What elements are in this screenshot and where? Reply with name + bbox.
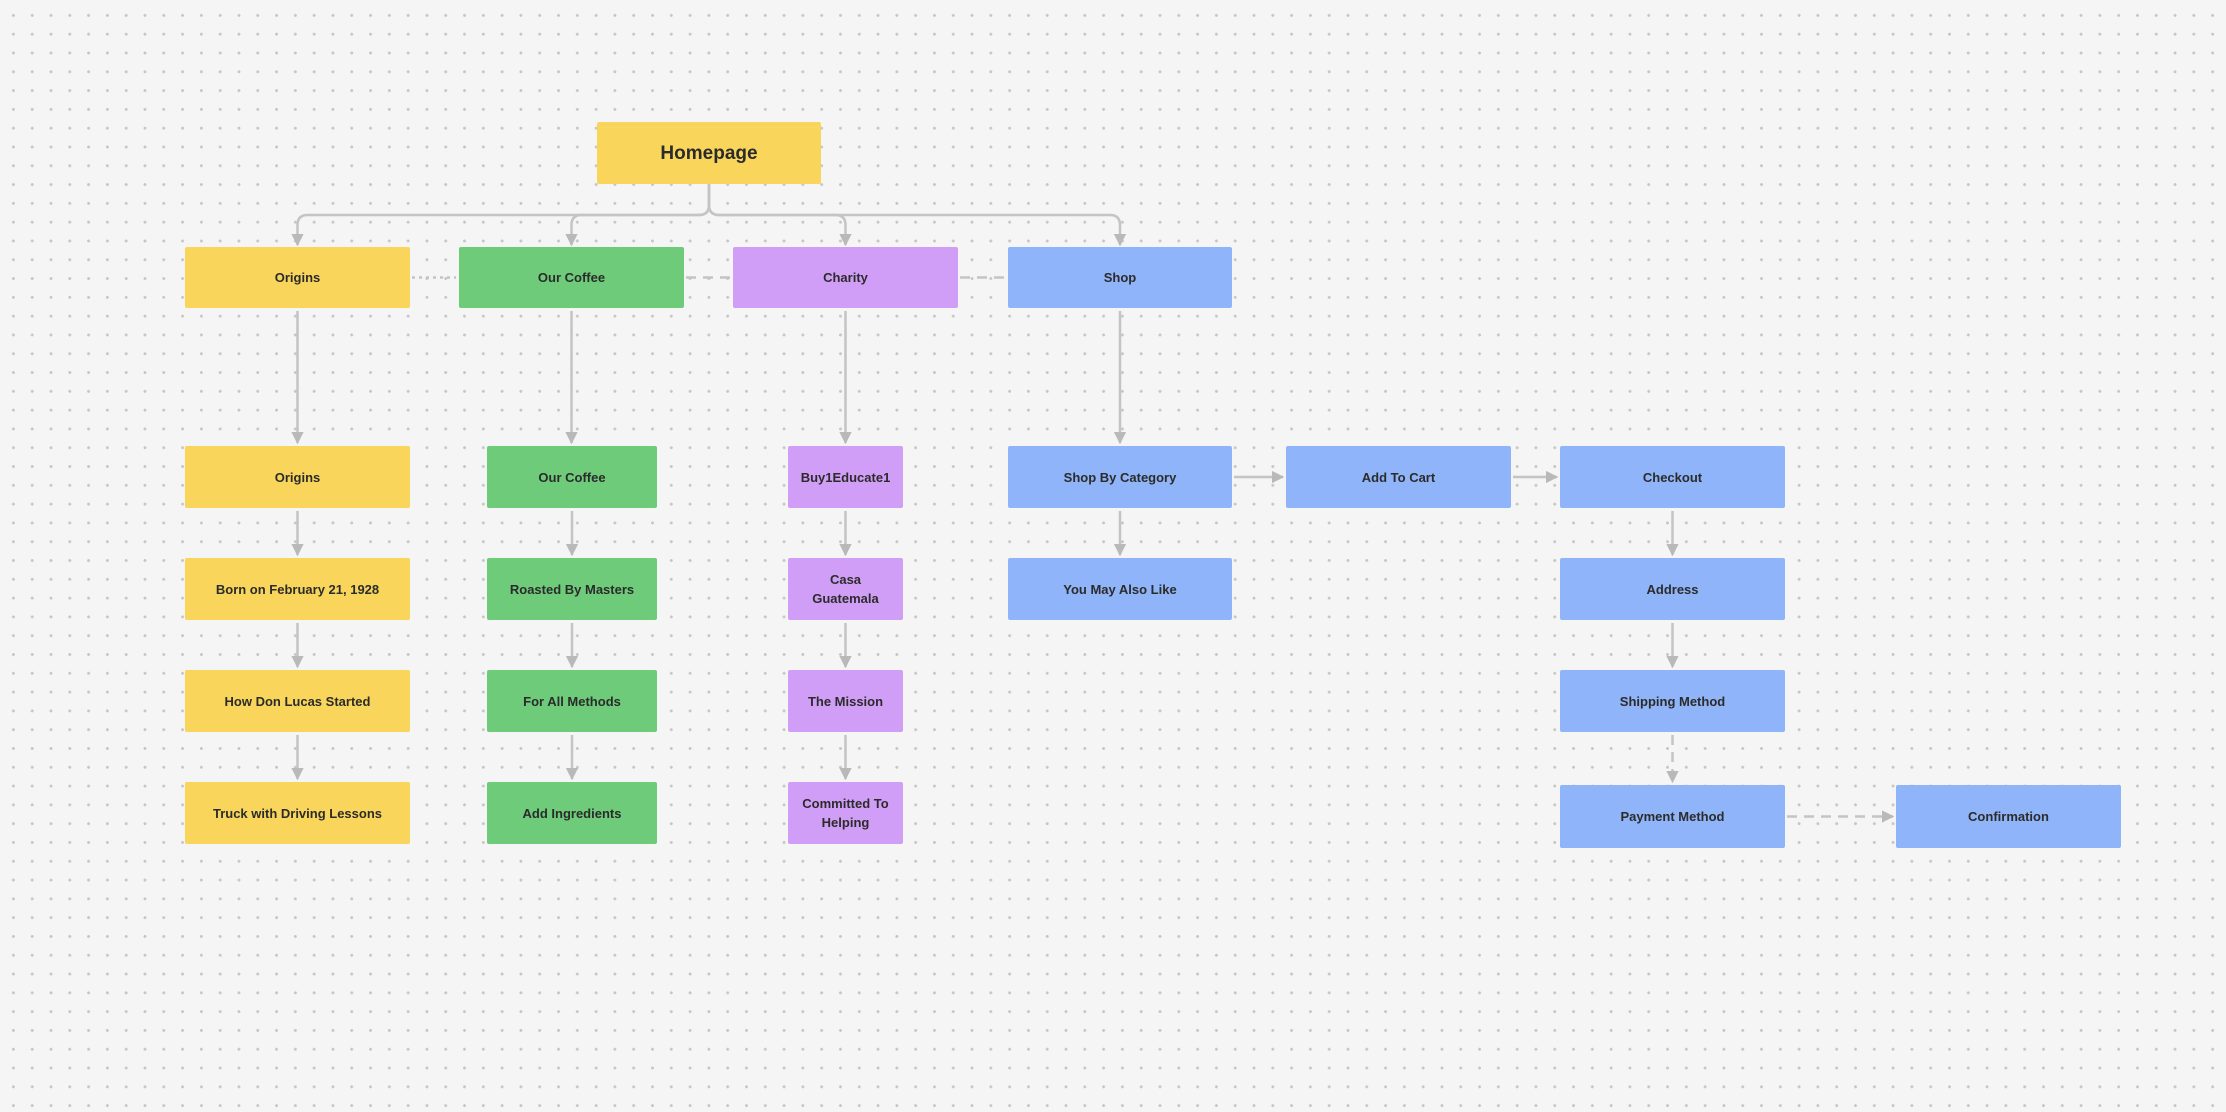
node-the-mission[interactable]: The Mission — [788, 670, 903, 732]
node-how-don-lucas-started[interactable]: How Don Lucas Started — [185, 670, 410, 732]
node-add-to-cart[interactable]: Add To Cart — [1286, 446, 1511, 508]
node-born-on-february[interactable]: Born on February 21, 1928 — [185, 558, 410, 620]
node-our-coffee[interactable]: Our Coffee — [487, 446, 657, 508]
node-address[interactable]: Address — [1560, 558, 1785, 620]
node-payment-method[interactable]: Payment Method — [1560, 785, 1785, 848]
node-checkout[interactable]: Checkout — [1560, 446, 1785, 508]
node-charity-nav[interactable]: Charity — [733, 247, 958, 308]
node-shipping-method[interactable]: Shipping Method — [1560, 670, 1785, 732]
node-buy1educate1[interactable]: Buy1Educate1 — [788, 446, 903, 508]
node-casa-guatemala[interactable]: Casa Guatemala — [788, 558, 903, 620]
node-confirmation[interactable]: Confirmation — [1896, 785, 2121, 848]
node-truck-driving-lessons[interactable]: Truck with Driving Lessons — [185, 782, 410, 844]
node-origins-nav[interactable]: Origins — [185, 247, 410, 308]
node-homepage[interactable]: Homepage — [597, 122, 821, 184]
node-roasted-by-masters[interactable]: Roasted By Masters — [487, 558, 657, 620]
connector-homepage-to-our_coffee_nav — [565, 184, 711, 247]
node-our-coffee-nav[interactable]: Our Coffee — [459, 247, 684, 308]
connector-homepage-to-shop_nav — [707, 184, 1127, 247]
node-committed-to-helping[interactable]: Committed To Helping — [788, 782, 903, 844]
node-add-ingredients[interactable]: Add Ingredients — [487, 782, 657, 844]
node-origins[interactable]: Origins — [185, 446, 410, 508]
node-for-all-methods[interactable]: For All Methods — [487, 670, 657, 732]
node-you-may-also-like[interactable]: You May Also Like — [1008, 558, 1232, 620]
node-shop-by-category[interactable]: Shop By Category — [1008, 446, 1232, 508]
node-shop-nav[interactable]: Shop — [1008, 247, 1232, 308]
